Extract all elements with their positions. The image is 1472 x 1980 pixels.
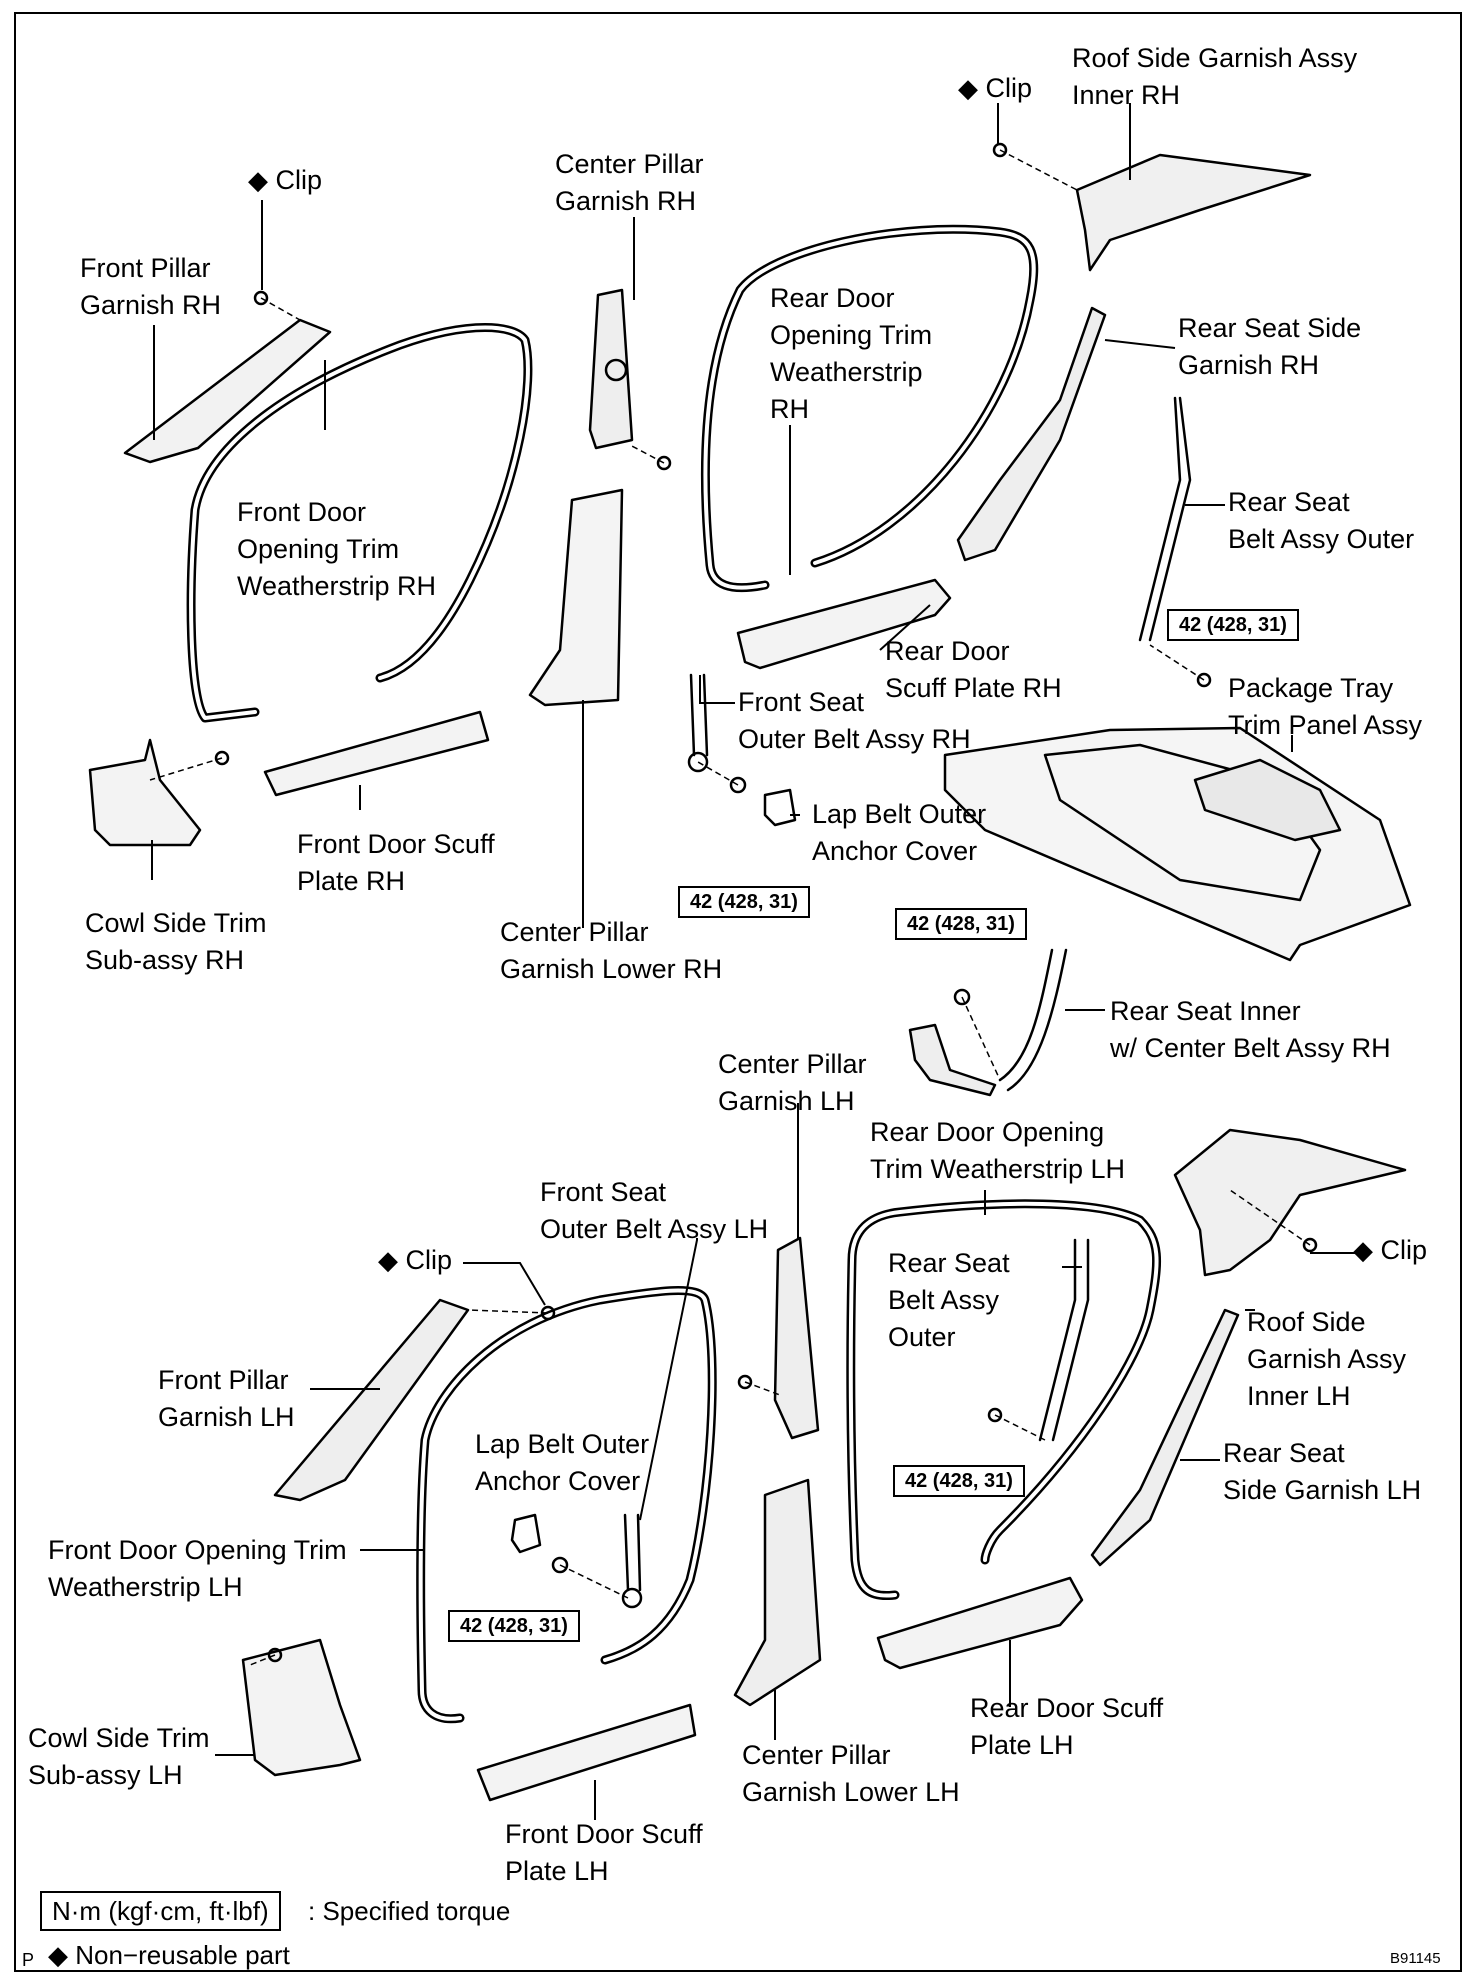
corner-mark: P	[22, 1950, 35, 1970]
torque-front-belt-lh: 42 (428, 31)	[448, 1610, 580, 1642]
diamond-icon: ◆	[248, 165, 268, 195]
diamond-icon: ◆	[48, 1940, 68, 1970]
label-clip-top-left: ◆ Clip	[248, 165, 323, 195]
torque-rear-belt-outer-lh: 42 (428, 31)	[893, 1465, 1025, 1497]
cowl-side-trim-lh	[241, 1638, 362, 1777]
front-pillar-garnish-rh	[123, 318, 332, 464]
center-pillar-garnish-lower-rh	[528, 488, 624, 707]
rear-seat-belt-outer-lh	[1038, 1238, 1090, 1442]
rear-seat-belt-outer-rh	[1138, 396, 1192, 642]
rear-door-scuff-rh	[736, 578, 952, 670]
roof-side-garnish-rh	[1075, 153, 1312, 272]
rear-seat-side-garnish-lh	[1090, 1308, 1240, 1567]
diamond-icon: ◆	[1353, 1235, 1373, 1265]
rear-seat-side-garnish-rh	[956, 306, 1107, 562]
label-clip-mid-right: ◆ Clip	[1353, 1235, 1428, 1265]
legend-torque-desc: : Specified torque	[308, 1896, 511, 1926]
lap-belt-cover-lh	[510, 1513, 542, 1554]
label-clip-top-right: ◆ Clip	[958, 73, 1033, 103]
cowl-side-trim-rh	[88, 738, 202, 847]
diamond-icon: ◆	[958, 73, 978, 103]
legend-non-reusable: ◆ Non−reusable part	[48, 1940, 290, 1970]
legend-torque-box: N·m (kgf·cm, ft·lbf)	[40, 1891, 281, 1931]
front-door-weatherstrip-lh	[416, 1286, 717, 1724]
diagram-frame	[14, 12, 1462, 1972]
center-pillar-garnish-lower-lh	[733, 1478, 822, 1707]
center-pillar-garnish-lh	[773, 1236, 820, 1440]
front-door-scuff-rh	[263, 710, 490, 797]
torque-rear-inner-belt-rh: 42 (428, 31)	[895, 908, 1027, 940]
center-pillar-garnish-rh	[588, 288, 634, 450]
diamond-icon: ◆	[378, 1245, 398, 1275]
roof-side-garnish-lh	[1173, 1128, 1407, 1277]
figure-id: B91145	[1390, 1950, 1441, 1967]
front-seat-belt-lh	[623, 1513, 642, 1592]
torque-rear-belt-outer-rh: 42 (428, 31)	[1167, 609, 1299, 641]
label-clip-lower-left: ◆ Clip	[378, 1245, 453, 1275]
front-pillar-garnish-lh	[273, 1298, 470, 1502]
rear-seat-inner-belt-rh	[998, 948, 1068, 1092]
rear-door-scuff-lh	[876, 1576, 1084, 1670]
lap-belt-cover-rh	[763, 788, 797, 827]
front-door-scuff-lh	[476, 1703, 697, 1802]
front-seat-belt-rh	[689, 673, 709, 757]
torque-front-belt-rh: 42 (428, 31)	[678, 886, 810, 918]
